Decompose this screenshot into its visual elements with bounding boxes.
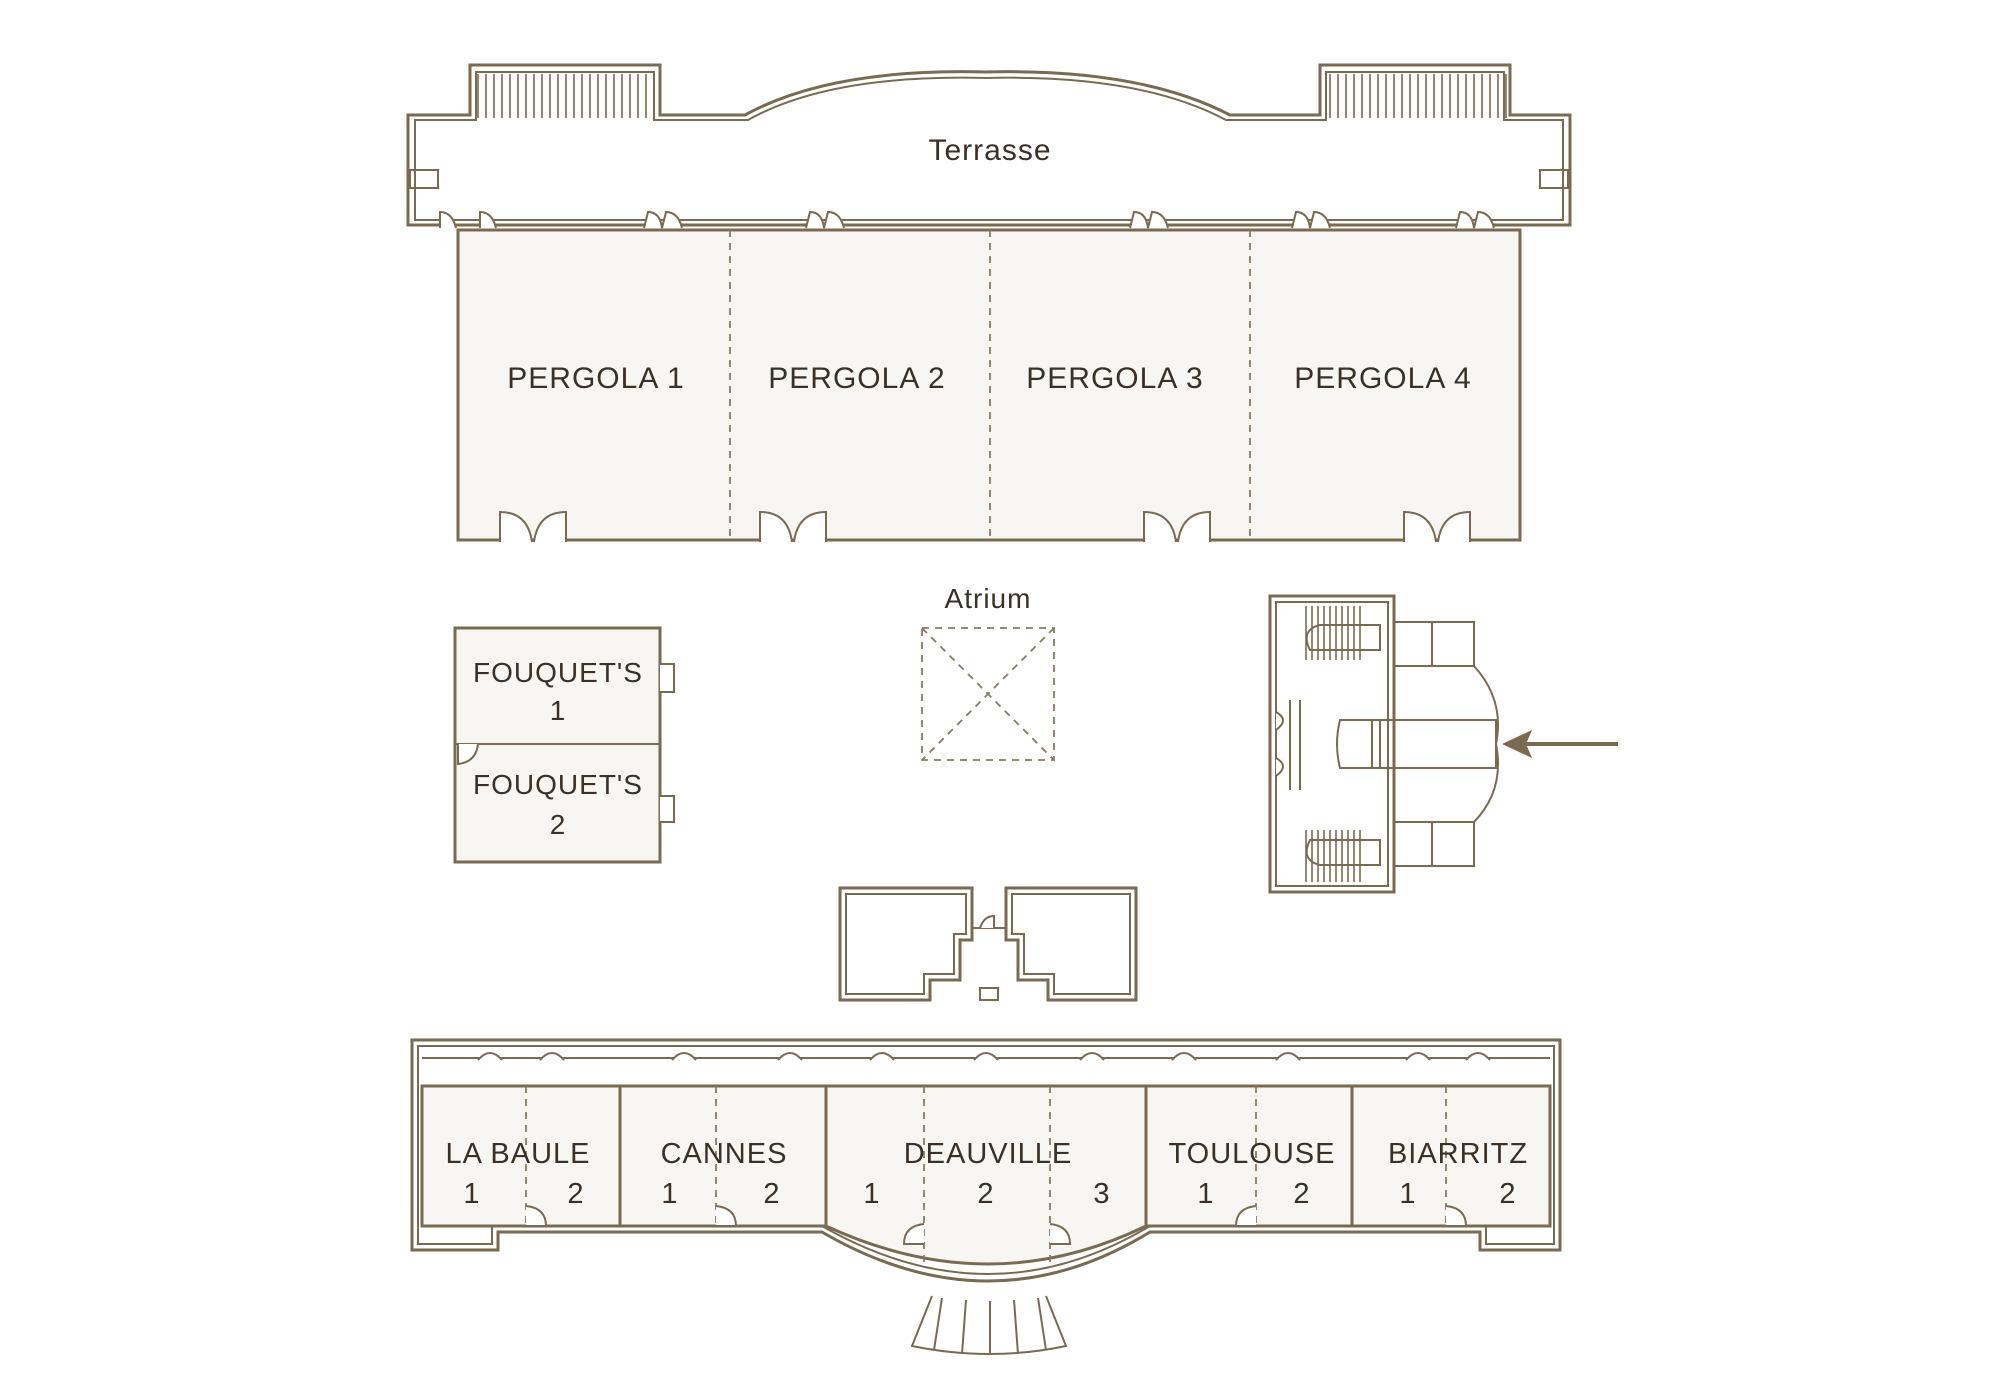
cannes-2-label: 2 [763, 1178, 780, 1210]
fouquets-door-inner [457, 743, 479, 766]
fouquets-2-room[interactable]: FOUQUET'S 2 [473, 769, 643, 840]
cannes-1-label: 1 [661, 1178, 678, 1210]
fouquets-block: FOUQUET'S 1 FOUQUET'S 2 [453, 626, 675, 864]
fouquets-1-name: FOUQUET'S [473, 657, 643, 688]
pergola-2-room[interactable]: PERGOLA 2 [768, 362, 945, 395]
la-baule-hall [420, 1084, 622, 1228]
entrance-stair-bottom [1305, 830, 1361, 882]
deauville-3-label: 3 [1093, 1178, 1110, 1210]
atrium-skylight-icon [921, 627, 1055, 761]
cannes-room[interactable]: CANNES 1 2 [661, 1138, 788, 1210]
pergola-block: PERGOLA 1 PERGOLA 2 PERGOLA 3 PERGOLA 4 [439, 210, 1522, 543]
fouquets-1-number: 1 [550, 695, 567, 726]
la-baule-room[interactable]: LA BAULE 1 2 [445, 1138, 590, 1210]
fouquets-door-2 [660, 795, 675, 823]
pergola-doors-top [439, 210, 1495, 229]
terrasse-stair-left [477, 74, 655, 118]
cannes-hall [618, 1084, 828, 1228]
biarritz-label: BIARRITZ [1388, 1138, 1528, 1170]
entrance-block [1268, 594, 1618, 894]
south-inner-doors [525, 1205, 1468, 1245]
pergola-4-room[interactable]: PERGOLA 4 [1294, 362, 1471, 395]
biarritz-room[interactable]: BIARRITZ 1 2 [1388, 1138, 1528, 1210]
entrance-frame [1268, 594, 1396, 894]
deauville-steps [910, 1295, 1068, 1355]
toulouse-1-label: 1 [1197, 1178, 1214, 1210]
la-baule-label: LA BAULE [445, 1138, 590, 1170]
toulouse-room[interactable]: TOULOUSE 1 2 [1168, 1138, 1335, 1210]
fouquets-1-room[interactable]: FOUQUET'S 1 [473, 657, 643, 726]
deauville-room[interactable]: DEAUVILLE 1 2 3 [863, 1138, 1110, 1210]
deauville-1-label: 1 [863, 1178, 880, 1210]
fouquets-2-name: FOUQUET'S [473, 769, 643, 800]
pergola-3-label: PERGOLA 3 [1026, 362, 1203, 395]
terrasse-pillar-left [409, 169, 439, 189]
pergola-1-room[interactable]: PERGOLA 1 [507, 362, 684, 395]
toulouse-label: TOULOUSE [1168, 1138, 1335, 1170]
terrasse-label: Terrasse [928, 134, 1051, 167]
pergola-1-label: PERGOLA 1 [507, 362, 684, 395]
entrance-stair-top [1305, 606, 1361, 660]
biarritz-2-label: 2 [1499, 1178, 1516, 1210]
deauville-hall [824, 1084, 1148, 1266]
terrasse-pillar-right [1539, 169, 1569, 189]
fouquets-2-number: 2 [550, 809, 567, 840]
pergola-4-label: PERGOLA 4 [1294, 362, 1471, 395]
biarritz-1-label: 1 [1399, 1178, 1416, 1210]
service-block [838, 886, 1138, 1002]
deauville-label: DEAUVILLE [904, 1138, 1073, 1170]
terrasse-area: Terrasse [406, 63, 1572, 227]
south-corridor-doors [477, 1052, 1491, 1061]
atrium-label: Atrium [945, 583, 1032, 614]
la-baule-1-label: 1 [463, 1178, 480, 1210]
pergola-doors-bottom [499, 510, 1471, 543]
pergola-hall [456, 228, 1522, 542]
south-wing: LA BAULE 1 2 CANNES 1 2 DEAUVILLE 1 2 3 … [410, 1038, 1562, 1355]
fouquets-door-1 [660, 663, 675, 693]
cannes-label: CANNES [661, 1138, 788, 1170]
pergola-2-label: PERGOLA 2 [768, 362, 945, 395]
terrasse-stair-right [1329, 74, 1507, 118]
atrium[interactable]: Atrium [921, 583, 1055, 761]
entrance-arrow-icon [1502, 730, 1618, 758]
la-baule-2-label: 2 [567, 1178, 584, 1210]
deauville-2-label: 2 [977, 1178, 994, 1210]
pergola-3-room[interactable]: PERGOLA 3 [1026, 362, 1203, 395]
toulouse-2-label: 2 [1293, 1178, 1310, 1210]
